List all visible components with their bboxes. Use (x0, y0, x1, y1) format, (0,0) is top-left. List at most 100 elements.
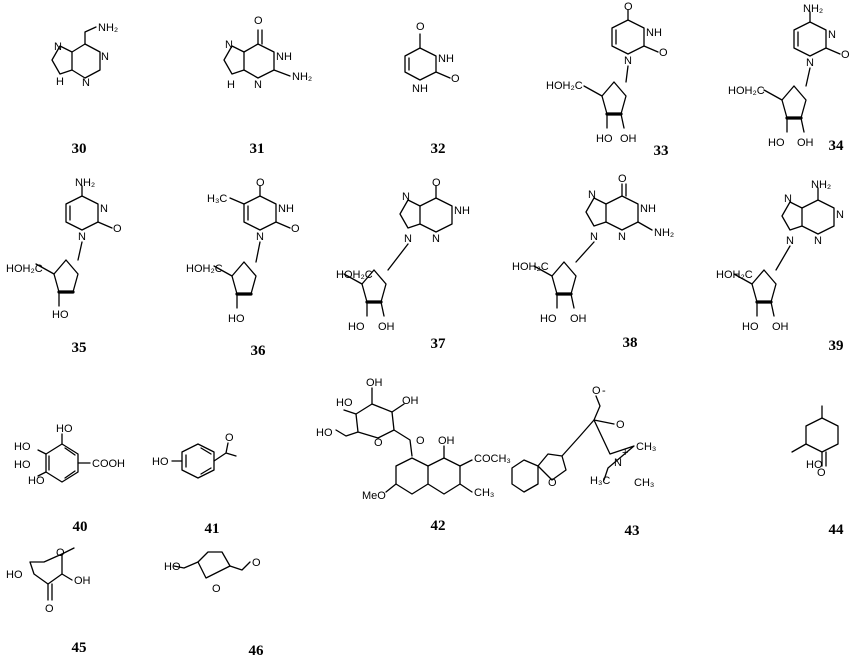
ring-oxygen: O (548, 477, 557, 489)
compound-label-36: 36 (251, 343, 267, 359)
hydroxymethyl: HOH₂C (728, 85, 765, 97)
compound-label-43: 43 (625, 523, 640, 539)
hydroxyl: O (616, 419, 625, 431)
carbonyl-oxygen: O (451, 73, 460, 85)
compound-label-37: 37 (431, 336, 447, 352)
ring-nh: NH (640, 203, 656, 215)
hydroxyl: HO (228, 313, 245, 325)
carbonyl-oxygen: O (659, 47, 668, 59)
ring-nh: NH (646, 27, 662, 39)
methyl: H₃C (207, 193, 227, 205)
hydroxyl: HO (28, 475, 45, 487)
ring-nitrogen: N (806, 57, 814, 69)
hydroxyl: HO (6, 569, 23, 581)
compound-label-30: 30 (72, 141, 87, 157)
ring-nitrogen: N (590, 231, 598, 243)
ring-nitrogen: N (101, 51, 109, 63)
quaternary-nitrogen: N (614, 457, 622, 469)
hydroxyl: HO (14, 441, 31, 453)
carbonyl-oxygen: O (624, 1, 633, 13)
compound-label-42: 42 (431, 518, 446, 534)
carboxyl-group: COOH (92, 458, 125, 470)
compound-label-44: 44 (829, 522, 845, 538)
compound-38: O NH NH₂ N N N HOH₂C HO OH 38 (512, 173, 674, 351)
compound-33: O NH O N HOH₂C HO OH 33 (546, 1, 669, 159)
ring-nitrogen: N (784, 193, 792, 205)
compound-label-41: 41 (205, 521, 220, 537)
ring-nitrogen: N (225, 39, 233, 51)
compound-42: OH HO OH HO O O OH COCH₃ CH₃ MeO 42 (316, 377, 511, 534)
ring-nitrogen: N (100, 203, 108, 215)
compound-35: NH₂ N O N HOH₂C HO 35 (6, 177, 122, 356)
hydroxyl: OH (620, 133, 637, 145)
hydroxyl: HO (56, 423, 73, 435)
compound-label-31: 31 (250, 141, 265, 157)
ring-oxygen: O (212, 583, 221, 595)
amino-group: NH₂ (292, 71, 312, 83)
ring-nitrogen: N (432, 233, 440, 245)
methoxy-group: MeO (362, 490, 386, 502)
compound-32: O NH O NH 32 (404, 21, 460, 157)
compound-34: NH₂ N O N HOH₂C HO OH 34 (728, 3, 850, 154)
ring-nitrogen: N (814, 235, 822, 247)
hydroxyl: OH (797, 137, 814, 149)
hydroxyl: HO (152, 456, 169, 468)
carbonyl-oxygen: O (256, 177, 265, 189)
ring-nitrogen: N (402, 191, 410, 203)
ring-nitrogen: N (588, 189, 596, 201)
carbonyl-oxygen: O (291, 223, 300, 235)
ring-nitrogen: N (78, 231, 86, 243)
charge-plus: + (622, 447, 628, 459)
carbonyl-oxygen: O (113, 223, 122, 235)
methyl: CH₃ (474, 487, 494, 499)
hydroxyl: OH (74, 575, 91, 587)
hydroxyl: HO (52, 309, 69, 321)
carbonyl-oxygen: O (45, 603, 54, 615)
amino-group: NH₂ (75, 177, 95, 189)
compound-40: HO HO HO HO COOH 40 (14, 423, 125, 535)
compound-43: O O - N + CH₃ H₃C CH₃ O 43 (511, 385, 656, 539)
hydroxymethyl: HOH₂C (546, 80, 583, 92)
compound-label-45: 45 (72, 640, 87, 656)
compound-46: HO O O 46 (164, 551, 264, 659)
amino-group: NH₂ (98, 22, 118, 34)
hydroxyl: HO (540, 313, 557, 325)
compound-39: NH₂ N N N N HOH₂C HO OH 39 (716, 179, 844, 354)
ring-oxygen: O (56, 547, 65, 559)
hydroxyl: HO (742, 321, 759, 333)
compound-41: HO O 41 (152, 432, 237, 537)
methyl: CH₃ (634, 477, 654, 489)
compound-label-35: 35 (72, 340, 87, 356)
ring-nh: NH (454, 205, 470, 217)
ring-nitrogen: N (786, 235, 794, 247)
compound-45: O HO OH O 45 (6, 547, 91, 656)
ring-nitrogen: N (82, 77, 90, 89)
hydroxymethyl: HOH₂C (6, 263, 43, 275)
hydroxyl: OH (570, 313, 587, 325)
hydroxyl: OH (366, 377, 383, 389)
hydroxyl: OH (402, 395, 419, 407)
acetyl-group: COCH₃ (474, 453, 511, 465)
compound-label-39: 39 (829, 338, 844, 354)
hydroxyl: OH (438, 435, 455, 447)
compound-label-33: 33 (654, 143, 669, 159)
carbonyl-oxygen: O (841, 49, 850, 61)
ring-nitrogen: N (54, 41, 62, 53)
ring-nitrogen: N (404, 233, 412, 245)
hydroxymethyl: HOH₂C (716, 269, 753, 281)
hydroxyl: HO (348, 321, 365, 333)
amino-group: NH₂ (811, 179, 831, 191)
hydroxyl: OH (772, 321, 789, 333)
compound-label-34: 34 (829, 138, 845, 154)
compound-label-38: 38 (623, 335, 638, 351)
charge-minus: - (602, 385, 606, 397)
hydroxyl: HO (164, 561, 181, 573)
hydroxymethyl: HOH₂C (336, 269, 373, 281)
compound-36: O H₃C NH O N HOH₂C HO 36 (186, 177, 300, 359)
carbonyl-oxygen: O (432, 177, 441, 189)
ring-nitrogen: N (256, 231, 264, 243)
ring-nh: H (56, 76, 64, 88)
hydroxymethyl: HOH₂C (186, 263, 223, 275)
ring-nitrogen: N (624, 55, 632, 67)
compound-31: O NH NH₂ N N H 31 (223, 15, 312, 157)
